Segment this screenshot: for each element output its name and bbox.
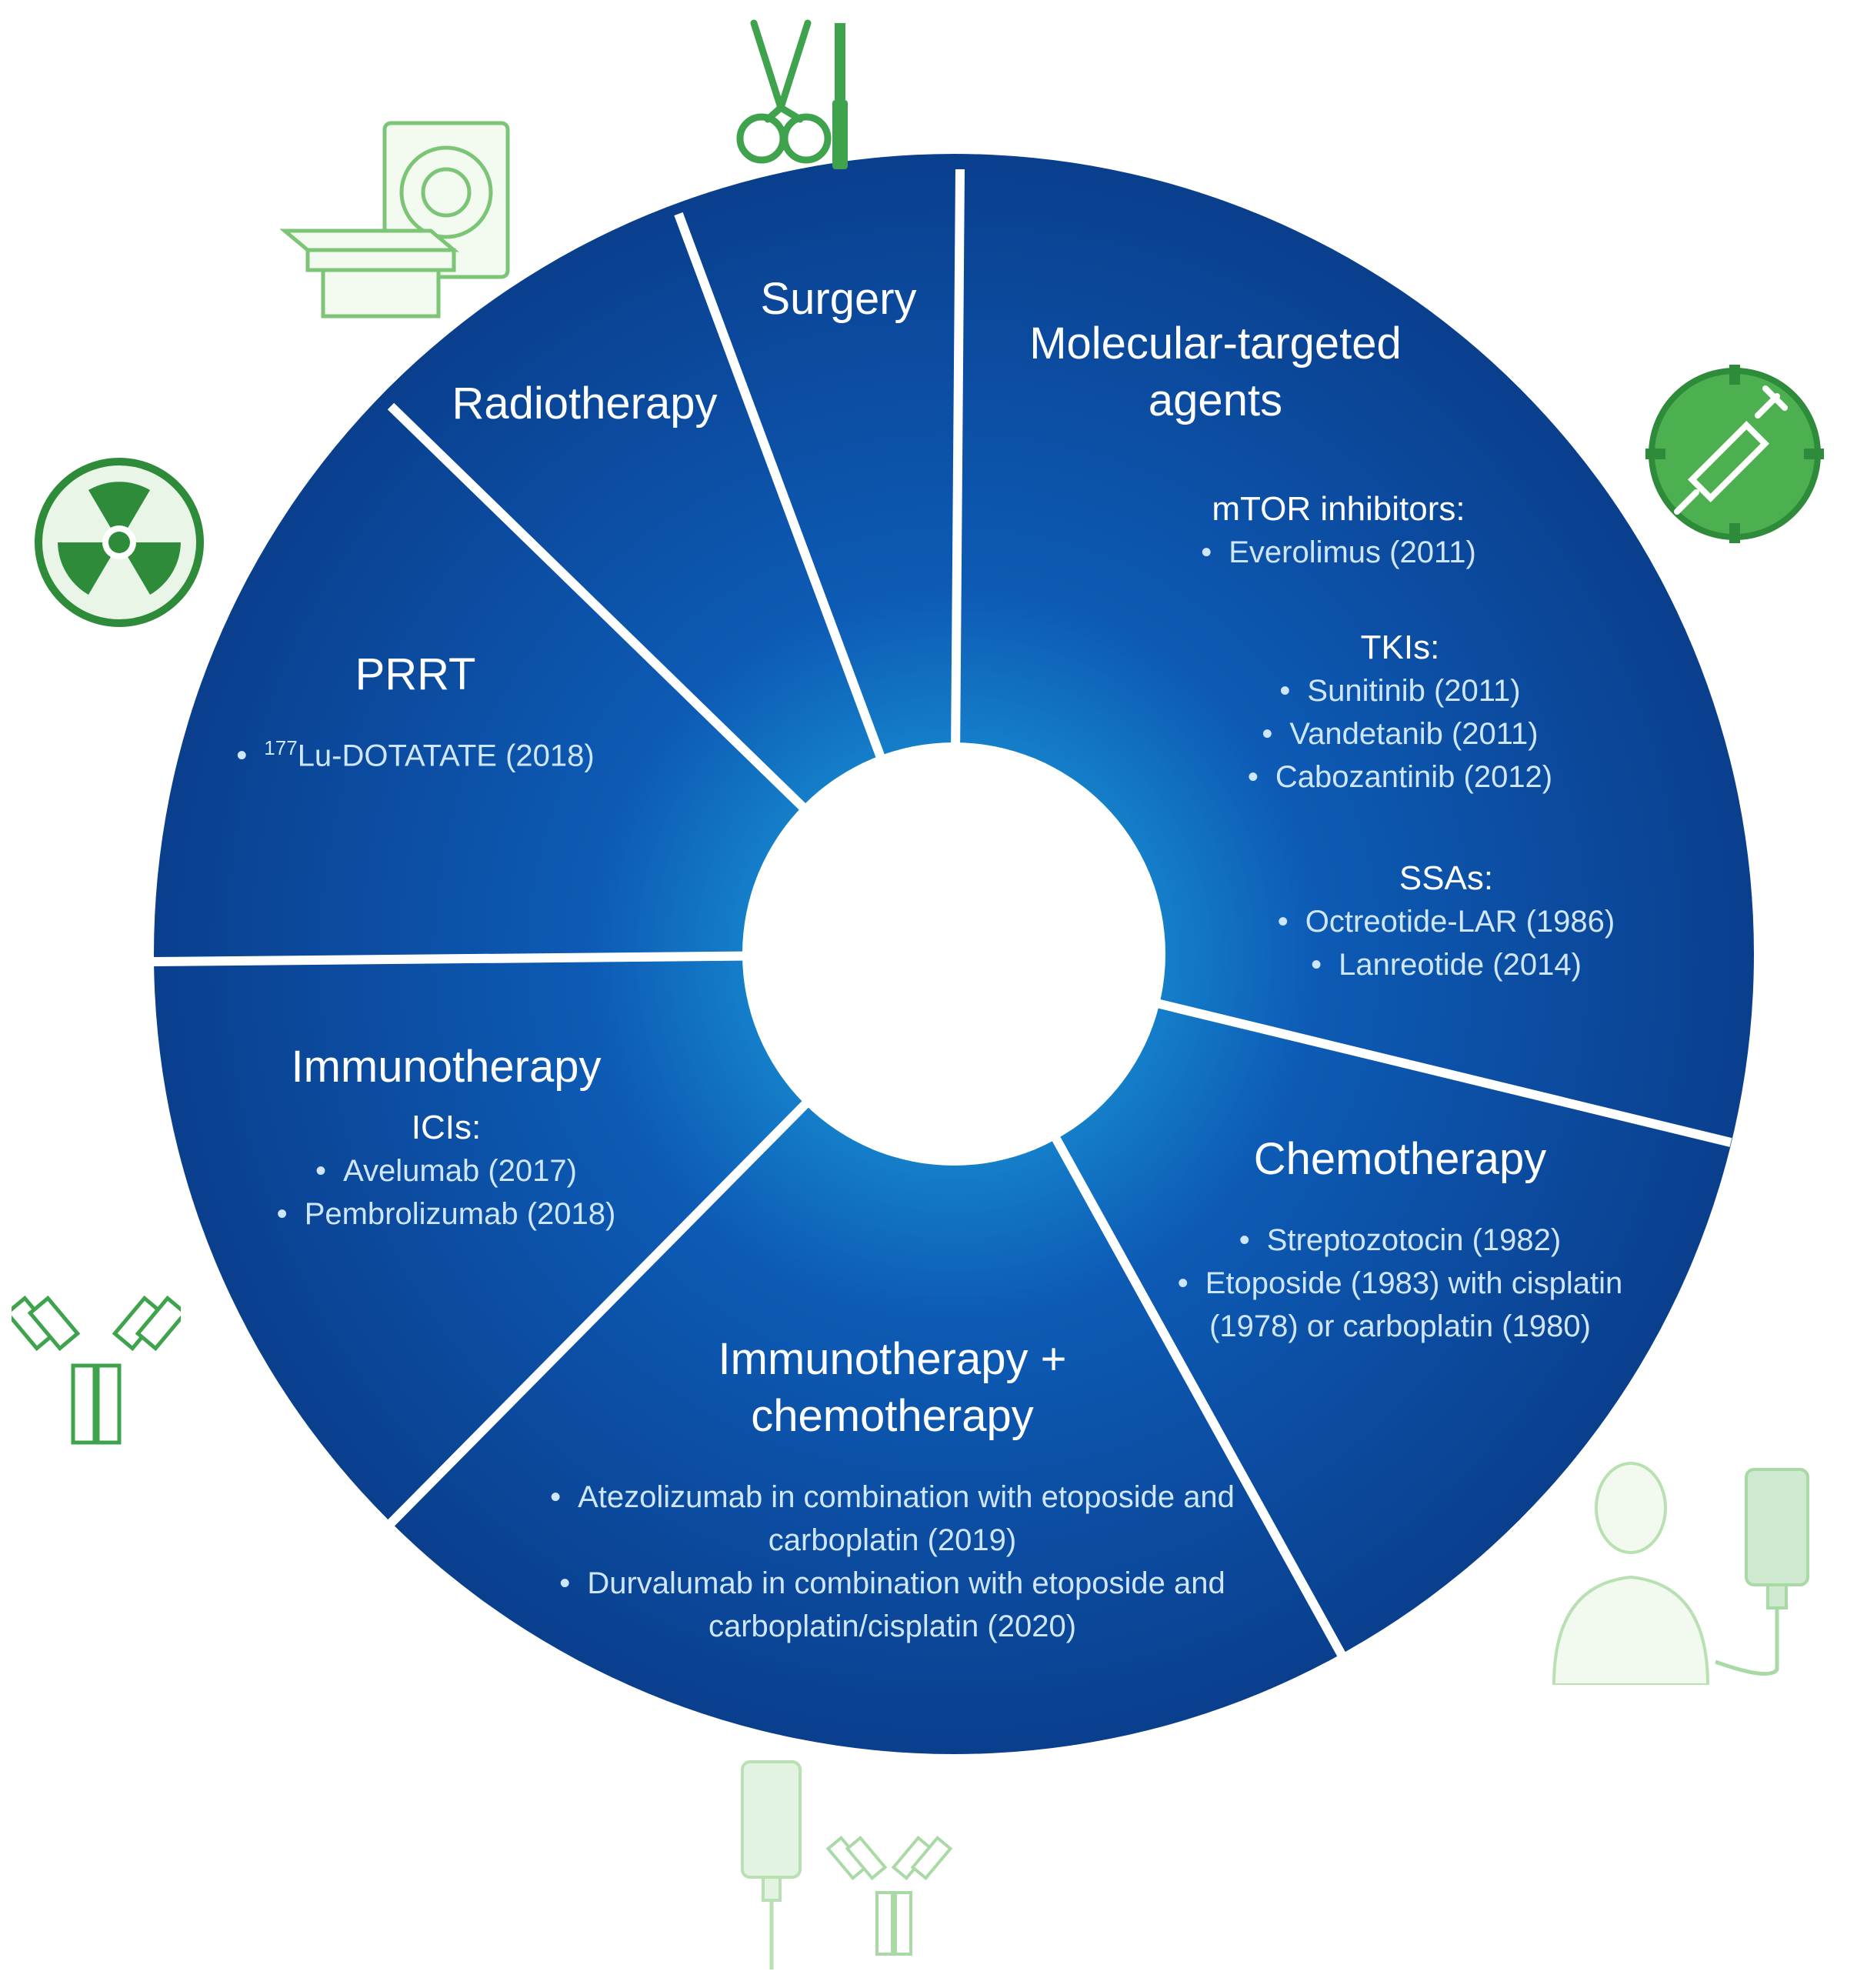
segment-immuno-chemo-title: Immunotherapy + chemotherapy [718,1334,1067,1441]
molecular-group-tkis: TKIs: Sunitinib (2011) Vandetanib (2011)… [1200,615,1600,799]
ssas-heading: SSAs: [1399,859,1494,897]
segment-radiotherapy-title: Radiotherapy [452,379,718,429]
segment-chemotherapy: Chemotherapy Streptozotocin (1982) Etopo… [1131,1131,1669,1348]
syringe-icon [1645,365,1824,543]
segment-prrt: PRRT 177Lu-DOTATATE (2018) [192,646,638,777]
mtor-item: Everolimus (2011) [1139,531,1539,574]
icis-item: Pembrolizumab (2018) [231,1192,662,1236]
radiation-icon [35,458,204,627]
iv-bag-antibody-icon [741,1760,953,1970]
ssas-item: Octreotide-LAR (1986) [1246,900,1646,943]
segment-immuno-chemo: Immunotherapy + chemotherapy Atezolizuma… [492,1331,1292,1648]
tkis-item: Vandetanib (2011) [1200,712,1600,756]
tkis-item: Sunitinib (2011) [1200,669,1600,712]
segment-immunotherapy: Immunotherapy ICIs: Avelumab (2017) Pemb… [231,1039,662,1236]
icis-item: Avelumab (2017) [231,1149,662,1192]
segment-immunotherapy-title: Immunotherapy [291,1042,602,1092]
segment-chemotherapy-title: Chemotherapy [1253,1134,1547,1184]
segment-dividers [153,168,1732,1663]
tkis-item: Cabozantinib (2012) [1200,756,1600,799]
immuno-chemo-item: Durvalumab in combination with etoposide… [515,1562,1269,1648]
scissors-scalpel-icon [736,19,848,169]
prrt-item-isotope: 177 [264,736,298,759]
antibody-icon [12,1295,181,1445]
icis-heading: ICIs: [411,1109,482,1146]
segment-prrt-title: PRRT [355,649,476,699]
prrt-item: 177Lu-DOTATATE (2018) [192,726,638,777]
immuno-chemo-item: Atezolizumab in combination with etoposi… [515,1476,1269,1562]
iv-drip-patient-icon [1552,1462,1809,1685]
molecular-group-mtor: mTOR inhibitors: Everolimus (2011) [1139,477,1539,574]
tkis-heading: TKIs: [1360,629,1440,666]
segment-molecular-title: Molecular-targeted agents [1029,319,1402,425]
segment-molecular: Molecular-targeted agents [969,315,1462,429]
ct-scanner-icon [279,121,510,319]
prrt-item-text: Lu-DOTATATE (2018) [297,739,595,773]
mtor-heading: mTOR inhibitors: [1212,490,1465,528]
molecular-group-ssas: SSAs: Octreotide-LAR (1986) Lanreotide (… [1246,846,1646,986]
chemo-item: Etoposide (1983) with cisplatin (1978) o… [1162,1262,1639,1348]
segment-surgery-title: Surgery [760,274,917,324]
ssas-item: Lanreotide (2014) [1246,943,1646,986]
wheel-hub [742,742,1165,1166]
chemo-item: Streptozotocin (1982) [1131,1219,1669,1262]
